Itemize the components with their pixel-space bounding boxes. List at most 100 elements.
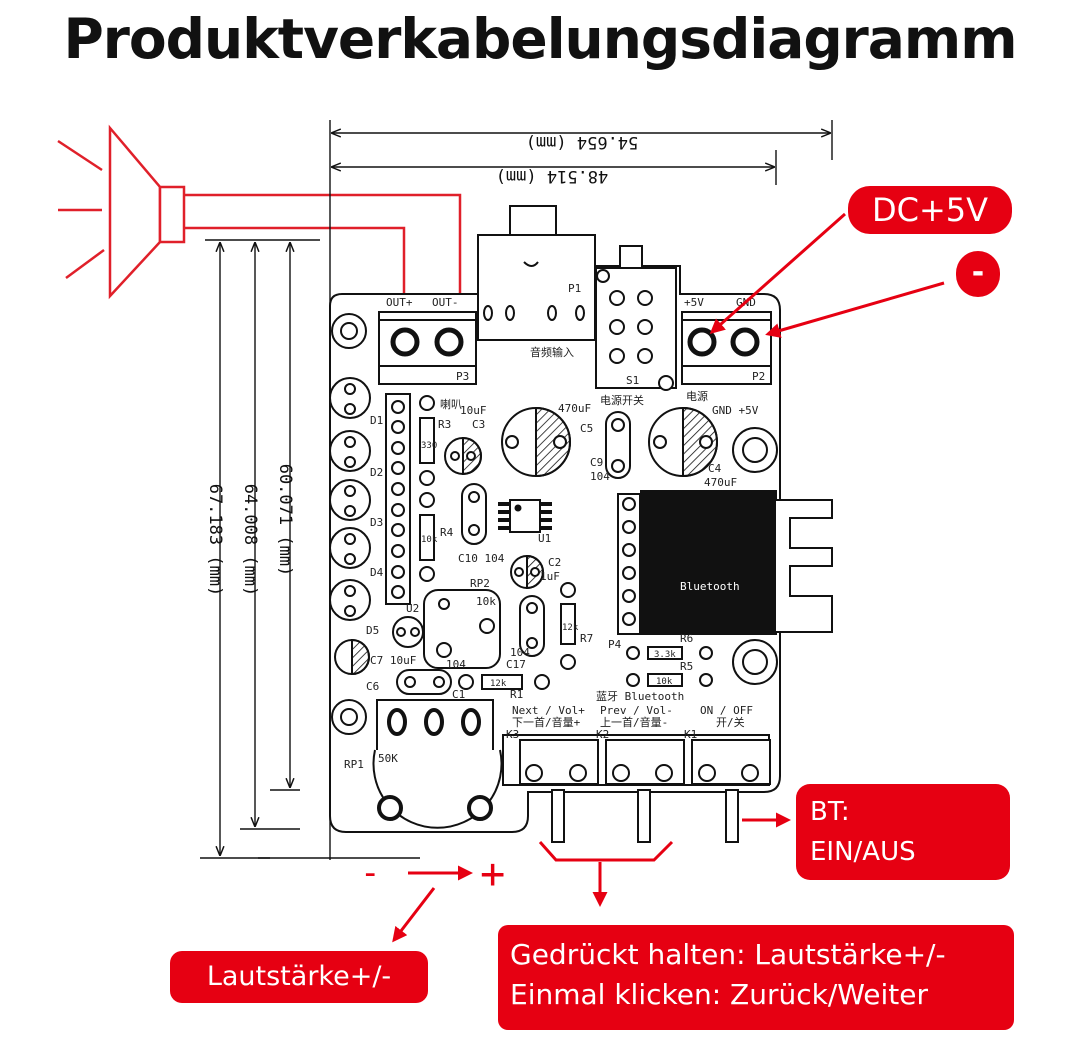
silk-k2: K2: [596, 728, 609, 741]
silk-r5: R5: [680, 660, 693, 673]
silk-c1: C1: [452, 688, 465, 701]
volume-pot-rp1: [372, 699, 503, 829]
knob-minus-label: -: [360, 853, 380, 893]
silk-rp1v: 50K: [378, 752, 398, 765]
silk-c9: C9: [590, 456, 603, 469]
silk-u2: U2: [406, 602, 419, 615]
cap-c5: [501, 406, 571, 478]
silk-p4: P4: [608, 638, 622, 651]
silk-p2: P2: [752, 370, 765, 383]
resistors-left: [419, 395, 435, 582]
dim-width-inner: 48.514 (mm): [496, 166, 609, 186]
dc-5v-label: DC+5V: [848, 186, 1012, 234]
silk-p3: P3: [456, 370, 469, 383]
terminal-p3: [378, 311, 477, 385]
cap-c17-r7: [519, 582, 576, 670]
silk-c6: C6: [366, 680, 379, 693]
silk-r3v: 330: [421, 441, 437, 451]
silk-r6: R6: [680, 632, 693, 645]
silk-k3l2: Next / Vol+: [512, 704, 585, 717]
cap-c3: [444, 436, 482, 476]
silk-p1: P1: [568, 282, 581, 295]
silk-c2: C2: [548, 556, 561, 569]
mounting-holes: [331, 313, 778, 735]
press-label-line2: Einmal klicken: Zurück/Weiter: [510, 978, 929, 1011]
silk-r4: R4: [440, 526, 454, 539]
silk-d2: D2: [370, 466, 383, 479]
button-strip: [502, 734, 771, 843]
bt-on-off-label: BT: EIN/AUS: [796, 784, 1010, 880]
silk-plus5v: +5V: [684, 296, 704, 309]
silk-k1: K1: [684, 728, 697, 741]
power-switch-s1: [595, 245, 677, 391]
press-label-line1: Gedrückt halten: Lautstärke+/-: [510, 938, 946, 971]
silk-c7: C7 10uF: [370, 654, 416, 667]
dim-height-b: 64.008 (mm): [240, 484, 260, 597]
silk-power-switch: 电源开关: [600, 393, 644, 407]
wiring-diagram: 54.654 (mm) 48.514 (mm) 67.183 (mm) 64.0…: [57, 120, 945, 943]
silk-r4v: 10k: [421, 535, 438, 545]
silk-c3: C3: [472, 418, 485, 431]
led-column: [329, 377, 371, 676]
silk-c3v: 10uF: [460, 404, 487, 417]
silk-rp1: RP1: [344, 758, 364, 771]
dim-height-c: 67.183 (mm): [205, 484, 225, 597]
silk-r1v: 12k: [490, 679, 507, 689]
silk-r6v: 3.3k: [654, 650, 676, 660]
silk-power: 电源: [686, 389, 708, 403]
silk-bt-cn: 蓝牙 Bluetooth: [596, 690, 684, 703]
silk-r3: R3: [438, 418, 451, 431]
silk-r7v: 12k: [562, 623, 579, 633]
resistors-right: [626, 646, 713, 687]
silk-k2l1: 上一首/音量-: [600, 715, 668, 729]
minus-label: -: [956, 251, 1000, 297]
cap-c2: [510, 554, 544, 590]
dim-width-outer: 54.654 (mm): [526, 132, 639, 152]
silk-rp2v: 10k: [476, 595, 496, 608]
silk-c5v: 470uF: [558, 402, 591, 415]
silk-d3: D3: [370, 516, 383, 529]
silk-k3l1: 下一首/音量+: [512, 715, 581, 729]
silk-audio-in: 音频输入: [530, 345, 574, 359]
volume-label: Lautstärke+/-: [170, 951, 428, 1003]
silk-c10: C10 104: [458, 552, 505, 565]
silk-d5: D5: [366, 624, 379, 637]
cap-c9: [605, 411, 631, 479]
silk-c17v: 104: [510, 646, 530, 659]
silk-gnd-5v: GND +5V: [712, 404, 759, 417]
speaker-icon: [57, 124, 186, 300]
chip-u1: [461, 483, 552, 545]
silk-u1: U1: [538, 532, 551, 545]
bt-label-line1: BT:: [810, 797, 850, 827]
pin-header: [385, 393, 411, 605]
silk-k1l1: 开/关: [716, 715, 745, 729]
silk-c4: C4: [708, 462, 722, 475]
silk-rp2: RP2: [470, 577, 490, 590]
knob-plus-label: +: [480, 849, 505, 898]
silk-c2v: 1uF: [540, 570, 560, 583]
silk-out-plus: OUT+: [386, 296, 413, 309]
page-title: Produktverkabelungsdiagramm: [63, 7, 1017, 71]
silk-bluetooth: Bluetooth: [680, 580, 740, 593]
cap-c4: [648, 406, 718, 478]
silk-d1: D1: [370, 414, 383, 427]
trimmer-rp2: [392, 589, 501, 669]
dim-height-a: 60.071 (mm): [275, 464, 295, 577]
silk-r5v: 10k: [656, 677, 673, 687]
silk-c17: C17: [506, 658, 526, 671]
silk-r1: R1: [510, 688, 523, 701]
silk-r7: R7: [580, 632, 593, 645]
audio-jack: [477, 205, 596, 341]
silk-k1l2: ON / OFF: [700, 704, 753, 717]
silk-k2l2: Prev / Vol-: [600, 704, 673, 717]
silk-s1: S1: [626, 374, 639, 387]
silk-c4v: 470uF: [704, 476, 737, 489]
silk-speaker: 喇叭: [440, 397, 462, 411]
silk-c1v: 104: [446, 658, 466, 671]
silk-k3: K3: [506, 728, 519, 741]
button-function-label: Gedrückt halten: Lautstärke+/- Einmal kl…: [498, 925, 1014, 1030]
callout-arrows: [392, 212, 945, 943]
silk-out-minus: OUT-: [432, 296, 459, 309]
bluetooth-module: [617, 490, 833, 635]
silk-c5: C5: [580, 422, 593, 435]
